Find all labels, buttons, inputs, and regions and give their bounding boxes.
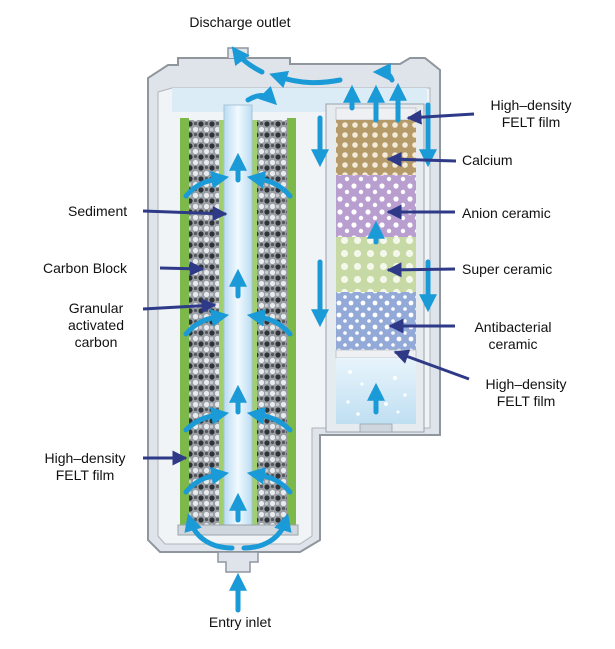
label-entry-inlet: Entry inlet: [208, 614, 272, 630]
label-calcium: Calcium: [462, 152, 513, 168]
label-granular-activated-carbon: Granular activated carbon: [67, 300, 125, 350]
label-felt-bottom-right: High–density FELT film: [485, 376, 567, 409]
flow-arrows: [183, 46, 437, 613]
label-super-ceramic: Super ceramic: [462, 261, 553, 277]
antibacterial-ceramic-layer: [336, 292, 416, 350]
label-discharge-outlet: Discharge outlet: [189, 14, 291, 30]
label-antibacterial-ceramic: Antibacterial ceramic: [474, 319, 552, 352]
inlet-nozzle: [217, 551, 259, 573]
felt-layer-right-outer: [287, 118, 296, 526]
pointer-sediment: [142, 206, 228, 222]
label-felt-top-right: High–density FELT film: [490, 97, 572, 130]
pointer-felt-bottom-right: [393, 349, 470, 381]
label-anion-ceramic: Anion ceramic: [462, 205, 551, 221]
felt-layer-left-outer: [180, 118, 189, 526]
cartridge-bottom-cap: [177, 524, 299, 536]
pointer-granular: [142, 298, 217, 314]
pointer-carbon-block: [159, 261, 205, 277]
label-sediment: Sediment: [68, 203, 128, 219]
label-carbon-block: Carbon Block: [43, 260, 128, 276]
label-felt-left: High–density FELT film: [44, 450, 126, 483]
water-bubbles: [346, 370, 407, 416]
right-cartridge-base: [359, 423, 393, 433]
pointer-calcium: [386, 151, 457, 167]
calcium-layer: [336, 120, 416, 175]
pointer-super: [386, 262, 456, 278]
super-ceramic-layer: [336, 237, 416, 292]
pointer-felt-top-right: [406, 109, 475, 125]
pointer-lines: [142, 109, 475, 466]
